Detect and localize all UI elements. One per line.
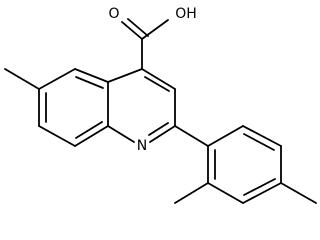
bond-ortho-methyl [174, 182, 209, 204]
bond-a5-a6 [242, 125, 282, 147]
label-carboxyl-o: O [108, 6, 119, 22]
bond-c2-n1-inner [148, 122, 169, 136]
bond-c2-aryl [174, 125, 209, 147]
bond-c4-c3-inner [144, 76, 170, 92]
bond-c-oh [141, 19, 169, 40]
bond-c-o-double-a [121, 21, 143, 40]
bond-c8-c8a-inner [75, 121, 103, 139]
bond-c-o-double-b [127, 18, 149, 37]
bond-c7-c8 [38, 125, 76, 147]
bond-a3-a4-inner [243, 178, 276, 196]
bond-a6-a1 [207, 125, 244, 147]
bond-c6-methyl [4, 68, 40, 90]
bond-c4a-c5 [74, 68, 109, 83]
bond-c8-c8a [74, 125, 109, 147]
bond-para-methyl [280, 182, 317, 204]
bond-c5-c6 [38, 68, 76, 90]
bond-c2-n1 [149, 125, 176, 143]
bond-a5-a6-inner [243, 133, 275, 151]
label-ring-nitrogen: N [137, 138, 147, 154]
bond-a3-a4 [242, 182, 282, 204]
chemical-structure-diagram: O OH N [4, 6, 317, 204]
bond-c4-c4a [107, 68, 143, 83]
atom-labels: O OH N [108, 6, 196, 154]
bond-c4a-c5-inner [75, 76, 104, 89]
bond-n1-c8a [107, 125, 135, 143]
bond-c4-c3 [141, 68, 176, 90]
label-carboxyl-oh: OH [175, 6, 197, 22]
bonds [4, 18, 317, 204]
bond-a2-a3 [207, 182, 244, 204]
